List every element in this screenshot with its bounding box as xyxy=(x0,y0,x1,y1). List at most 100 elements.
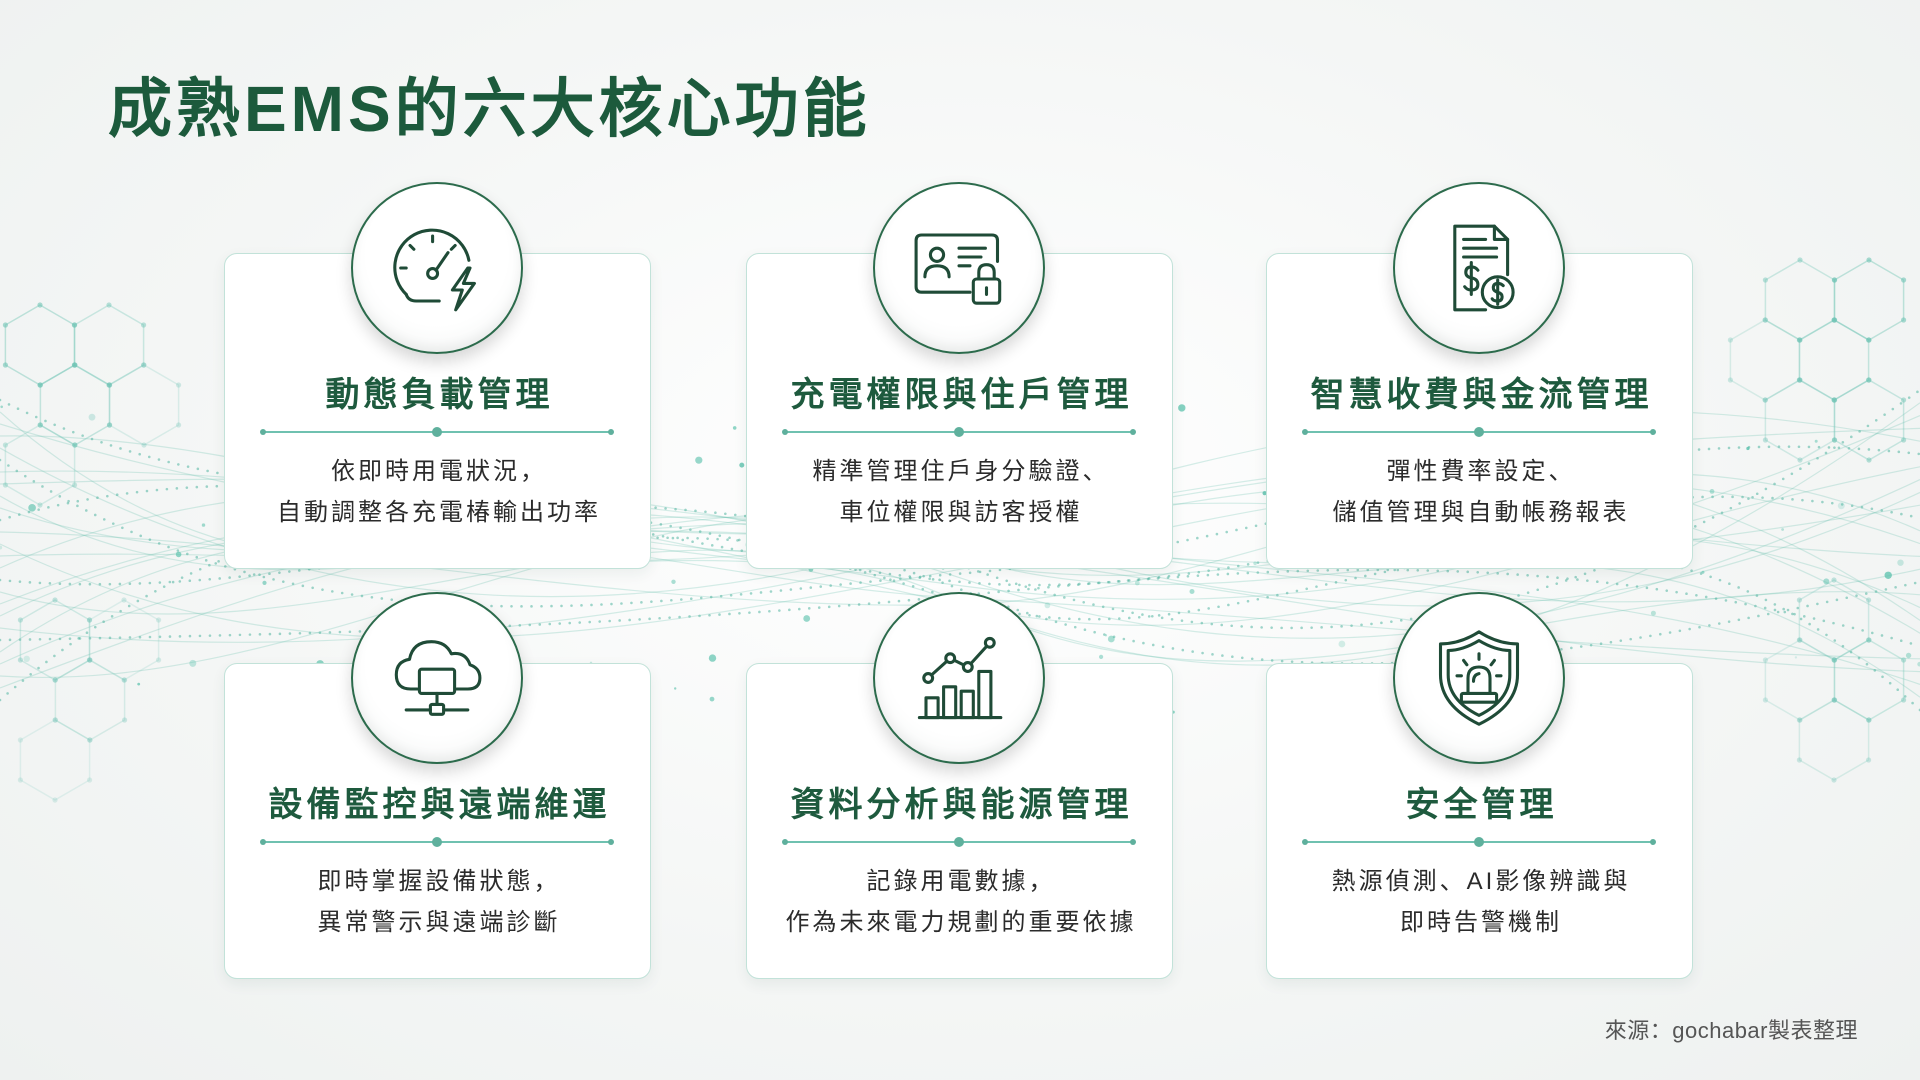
particle-dot xyxy=(1338,640,1346,648)
hexagon-node xyxy=(1831,577,1837,583)
hexagon-node xyxy=(1866,637,1872,643)
hexagon-node xyxy=(141,442,147,448)
icon-badge xyxy=(351,182,523,354)
hexagon-node xyxy=(1762,317,1768,323)
hexagon-node xyxy=(1866,337,1872,343)
hexagon-node xyxy=(1762,397,1768,403)
hexagon-node xyxy=(1762,657,1768,663)
particle-dot xyxy=(23,655,30,662)
hexagon-node xyxy=(1796,337,1802,343)
hexagon-node xyxy=(107,382,113,388)
particle-dot xyxy=(1099,654,1104,660)
hexagon-node xyxy=(72,442,78,448)
particle-dot xyxy=(674,687,677,690)
description-line: 自動調整各充電椿輸出功率 xyxy=(277,499,601,526)
feature-card-access-management: 充電權限與住戶管理 精準管理住戶身分驗證、 車位權限與訪客授權 xyxy=(746,182,1173,569)
feature-card-dynamic-load: 動態負載管理 依即時用電狀況， 自動調整各充電椿輸出功率 xyxy=(224,182,651,569)
card-description: 依即時用電狀況， 自動調整各充電椿輸出功率 xyxy=(225,451,650,533)
hexagon-node xyxy=(1831,697,1837,703)
particle-dot xyxy=(1897,559,1904,566)
card-title: 動態負載管理 xyxy=(325,376,554,414)
hexagon-node xyxy=(1796,637,1802,643)
card-description: 即時掌握設備狀態， 異常警示與遠端診斷 xyxy=(225,861,650,943)
hexagon-node xyxy=(2,362,8,368)
particle-dot xyxy=(0,405,3,409)
hexagon xyxy=(1833,379,1905,461)
hexagon-node xyxy=(122,717,128,723)
hexagon-node xyxy=(87,737,93,743)
card-title: 設備監控與遠端維運 xyxy=(268,786,611,824)
hexagon xyxy=(1798,319,1870,401)
hexagon-node xyxy=(1866,757,1872,763)
particle-dot xyxy=(1178,404,1186,412)
hexagon-node xyxy=(1901,397,1907,403)
hexagon-node xyxy=(1797,257,1803,263)
hexagon-node xyxy=(1866,257,1872,263)
card-title: 智慧收費與金流管理 xyxy=(1310,376,1653,414)
hexagon-node xyxy=(1796,377,1802,383)
hexagon-node xyxy=(1832,697,1838,703)
gauge-lightning-icon xyxy=(393,228,476,312)
particle-dot xyxy=(709,696,715,702)
particle-dot xyxy=(175,551,182,558)
divider-dot xyxy=(1474,837,1484,847)
page-title: 成熟EMS的六大核心功能 xyxy=(108,73,871,145)
hexagon-node xyxy=(1797,637,1803,643)
divider-dot xyxy=(1130,839,1136,845)
id-card-lock-icon xyxy=(914,233,1002,305)
icon-badge xyxy=(873,182,1045,354)
hexagon-node xyxy=(52,677,59,683)
divider-dot xyxy=(1302,839,1308,845)
hexagon-node xyxy=(1796,597,1802,603)
hexagon-node xyxy=(1727,377,1733,383)
divider-dot xyxy=(432,427,442,437)
hexagon-node xyxy=(1866,637,1872,643)
hexagon-node xyxy=(1796,717,1802,723)
particle-dot xyxy=(0,545,3,550)
divider-dot xyxy=(1650,839,1656,845)
description-line: 異常警示與遠端診斷 xyxy=(317,909,561,936)
hexagon-node xyxy=(72,322,78,328)
hexagon xyxy=(1798,699,1870,781)
particle-dot xyxy=(189,659,197,667)
description-line: 依即時用電狀況， xyxy=(331,458,547,485)
hexagon-node xyxy=(37,422,44,428)
description-line: 即時告警機制 xyxy=(1400,909,1562,936)
particle-dot xyxy=(1262,491,1267,496)
particle-dot xyxy=(1814,439,1818,443)
hexagon-node xyxy=(86,657,92,663)
hexagon-node xyxy=(176,422,182,428)
hexagon-node xyxy=(106,302,112,308)
particle-dot xyxy=(1746,446,1750,451)
bar-line-chart-icon xyxy=(917,636,1003,720)
hexagon-node xyxy=(1727,337,1733,343)
hexagon-node xyxy=(1901,697,1907,703)
description-line: 車位權限與訪客授權 xyxy=(839,499,1083,526)
feature-card-data-analysis: 資料分析與能源管理 記錄用電數據， 作為未來電力規劃的重要依據 xyxy=(746,592,1173,979)
particle-dot xyxy=(739,462,745,468)
hexagon-node xyxy=(1901,657,1907,663)
hexagon-node xyxy=(1866,377,1872,383)
hexagon-node xyxy=(87,777,93,783)
hexagon-node xyxy=(1797,377,1803,383)
hexagon-node xyxy=(121,677,127,683)
hexagon-node xyxy=(1866,597,1872,603)
hexagon-node xyxy=(156,657,162,663)
hexagon xyxy=(54,659,126,741)
hexagon-node xyxy=(1866,377,1872,383)
hexagon-node xyxy=(72,482,78,488)
hexagon-node xyxy=(1831,697,1837,703)
particle-dot xyxy=(137,682,141,686)
particle-dot xyxy=(1837,502,1845,510)
divider-dot xyxy=(782,839,788,845)
divider-dot xyxy=(260,839,266,845)
divider-dot xyxy=(1474,427,1484,437)
particle-dot xyxy=(803,615,811,622)
hexagon-node xyxy=(2,442,8,448)
divider-dot xyxy=(608,429,614,435)
description-line: 精準管理住戶身分驗證、 xyxy=(812,458,1110,485)
hexagon-node xyxy=(1797,717,1803,723)
hexagon xyxy=(4,424,76,506)
hexagon-node xyxy=(1831,277,1837,283)
particle-dot xyxy=(1650,610,1656,616)
